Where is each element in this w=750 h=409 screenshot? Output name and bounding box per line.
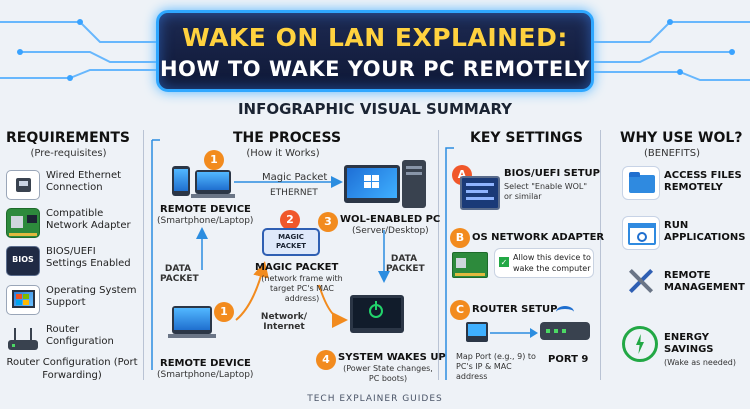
requirement-text: Wired Ethernet Connection (46, 170, 122, 193)
setting-b-title: OS NETWORK ADAPTER (472, 232, 605, 243)
wol-pc-sub: (Server/Desktop) (352, 226, 429, 236)
requirement-ethernet: Wired Ethernet Connection (6, 166, 136, 206)
system-wakes-label: SYSTEM WAKES UP (338, 352, 446, 363)
pc-tower-icon (402, 160, 426, 208)
port-9-label: PORT 9 (548, 354, 589, 365)
infographic-subtitle: INFOGRAPHIC VISUAL SUMMARY (237, 100, 513, 118)
setting-b-badge: B (450, 228, 470, 248)
data-packet-right-label: DATA PACKET (386, 254, 425, 274)
requirements-subheading: (Pre-requisites) (30, 148, 107, 159)
why-energy-sub: (Wake as needed) (664, 358, 736, 367)
monitor-power-icon (350, 295, 404, 333)
remote-device-label: REMOTE DEVICE (160, 358, 251, 369)
system-wakes-sub: (Power State changes, PC boots) (343, 364, 433, 383)
step-1b-badge: 1 (214, 302, 234, 322)
requirement-text: Compatible Network Adapter (46, 208, 131, 231)
magic-packet-chip-line2: PACKET (275, 242, 307, 250)
wake-checkbox[interactable]: ✓ (499, 257, 509, 267)
column-divider-2 (438, 130, 439, 380)
process-subheading: (How it Works) (246, 148, 320, 159)
app-window-icon (622, 216, 660, 250)
network-card-icon (6, 208, 40, 238)
wifi-icon (556, 306, 574, 318)
settings-bracket (445, 147, 454, 380)
title-line-2: HOW TO WAKE YOUR PC REMOTELY (159, 57, 590, 81)
laptop-icon (172, 306, 212, 334)
bios-screen-icon (460, 176, 500, 210)
requirement-network-adapter: Compatible Network Adapter (6, 204, 136, 244)
requirement-os: Operating System Support (6, 281, 136, 321)
laptop-icon (195, 170, 231, 194)
why-subheading: (BENEFITS) (644, 148, 700, 159)
magic-packet-icon: MAGIC PACKET (262, 228, 320, 256)
column-divider-3 (600, 130, 601, 380)
requirement-bios: BIOS BIOS/UEFI Settings Enabled (6, 242, 136, 282)
setting-a-desc: Select "Enable WOL" or similar (504, 182, 588, 201)
pc-icon (466, 322, 488, 342)
energy-icon (622, 326, 658, 362)
requirement-text: BIOS/UEFI Settings Enabled (46, 246, 131, 269)
laptop-base (168, 334, 216, 338)
requirement-text: Operating System Support (46, 285, 137, 308)
step-4-badge: 4 (316, 350, 336, 370)
title-line-1: WAKE ON LAN EXPLAINED: (182, 23, 568, 52)
smartphone-icon (172, 166, 190, 196)
wake-checkbox-label: Allow this device to wake the computer (513, 253, 591, 273)
magic-packet-arrow-label: Magic Packet (262, 172, 328, 183)
requirement-text: Router Configuration (46, 324, 114, 347)
magic-packet-label: MAGIC PACKET (255, 262, 339, 273)
circuit-decoration-left (0, 19, 158, 81)
why-energy-savings: ENERGY SAVINGS (664, 332, 714, 355)
network-internet-label: Network/ Internet (260, 312, 308, 332)
router-icon (6, 324, 40, 354)
wake-checkbox-card[interactable]: ✓ Allow this device to wake the computer (494, 248, 594, 278)
column-divider-1 (143, 130, 144, 380)
setting-c-desc: Map Port (e.g., 9) to PC's IP & MAC addr… (456, 352, 536, 381)
requirement-router: Router Configuration (6, 320, 136, 360)
requirements-footer: Router Configuration (Port Forwarding) (6, 357, 138, 381)
step-1-badge: 1 (204, 150, 224, 170)
process-heading: THE PROCESS (233, 130, 342, 146)
laptop-base (191, 194, 235, 198)
why-remote-management: REMOTE MANAGEMENT (664, 270, 745, 293)
desktop-monitor-icon (344, 165, 400, 203)
tools-icon (622, 264, 660, 298)
settings-heading: KEY SETTINGS (470, 130, 583, 146)
network-card-icon (452, 252, 488, 278)
requirements-heading: REQUIREMENTS (6, 130, 131, 146)
circuit-decoration-right (592, 19, 750, 81)
why-access-files: ACCESS FILES REMOTELY (664, 170, 742, 193)
router-link-arrow (490, 328, 538, 338)
process-flow-arrows (151, 139, 390, 370)
router-icon (540, 322, 590, 340)
remote-device-sub: (Smartphone/Laptop) (157, 370, 254, 380)
remote-device-label: REMOTE DEVICE (160, 204, 251, 215)
title-banner: WAKE ON LAN EXPLAINED: HOW TO WAKE YOUR … (156, 10, 594, 92)
folder-icon (622, 166, 660, 200)
remote-device-sub: (Smartphone/Laptop) (157, 216, 254, 226)
why-heading: WHY USE WOL? (620, 130, 743, 146)
ethernet-label: ETHERNET (270, 188, 318, 198)
wol-pc-label: WOL-ENABLED PC (340, 214, 441, 225)
windows-logo-icon (6, 285, 40, 315)
bios-chip-icon: BIOS (6, 246, 40, 276)
setting-c-title: ROUTER SETUP (472, 304, 558, 315)
magic-packet-chip-line1: MAGIC (278, 233, 304, 241)
setting-a-title: BIOS/UEFI SETUP (504, 168, 600, 179)
why-run-applications: RUN APPLICATIONS (664, 220, 746, 243)
setting-c-badge: C (450, 300, 470, 320)
step-2-badge: 2 (280, 210, 300, 230)
footer-credit: TECH EXPLAINER GUIDES (307, 394, 443, 404)
step-3-badge: 3 (318, 212, 338, 232)
magic-packet-sub: (network frame with target PC's MAC addr… (261, 274, 343, 303)
data-packet-left-label: DATA PACKET (160, 264, 199, 284)
ethernet-port-icon (6, 170, 40, 200)
bios-chip-text: BIOS (12, 255, 34, 264)
